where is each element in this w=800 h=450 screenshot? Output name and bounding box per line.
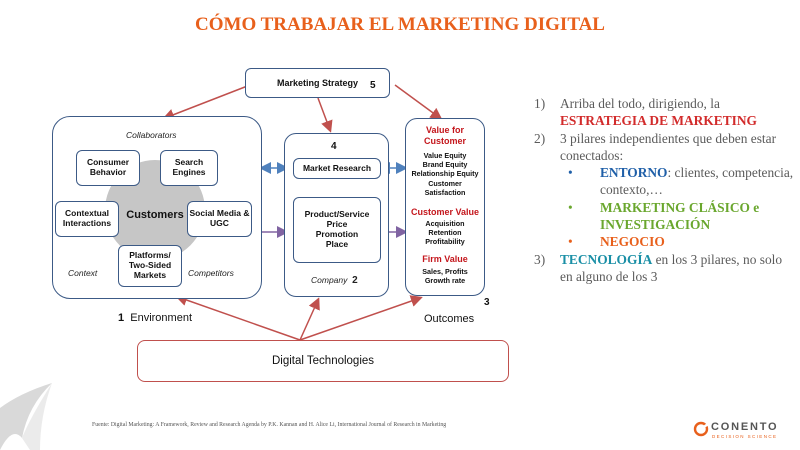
list-item-3-number: 3) [534, 251, 546, 267]
company-caption: Company 2 [311, 275, 358, 286]
value-for-customer-items: Value Equity Brand Equity Relationship E… [411, 151, 479, 197]
list-item-1-highlight: ESTRATEGIA DE MARKETING [560, 113, 757, 129]
digital-technologies-box: Digital Technologies [137, 340, 509, 382]
digital-technologies-label: Digital Technologies [271, 355, 375, 367]
list-item-2-text: 3 pilares independientes que deben estar… [560, 130, 777, 163]
strategy-number: 5 [370, 80, 376, 91]
consumer-behavior-label: Consumer Behavior [86, 157, 130, 177]
list-item-1-text: Arriba del todo, dirigiendo, la [560, 96, 720, 111]
market-research-label: Market Research [302, 162, 372, 173]
list-item-2: 2) 3 pilares independientes que deben es… [526, 130, 796, 165]
marketing-mix-box: Product/Service Price Promotion Place [293, 197, 381, 263]
bullet-entorno-highlight: ENTORNO [600, 165, 668, 181]
firm-value-heading: Firm Value [422, 254, 468, 264]
product-label: Product/Service [304, 209, 370, 220]
collaborators-label: Collaborators [126, 130, 177, 140]
list-item-3-text: en los 3 pilares, no solo en alguno de l… [560, 251, 783, 284]
search-engines-box: Search Engines [160, 150, 218, 186]
bullet-entorno: • ENTORNO: clientes, competencia, contex… [526, 164, 796, 199]
place-label: Place [325, 238, 349, 249]
list-item-3-highlight: TECNOLOGÍA [560, 251, 653, 267]
competitors-label: Competitors [188, 268, 234, 278]
conento-logo-icon [693, 421, 709, 437]
platforms-label: Platforms/ Two-Sided Markets [128, 250, 172, 280]
conento-logo: CONENTO DECISION SCIENCE [693, 419, 793, 445]
search-engines-label: Search Engines [172, 157, 206, 177]
contextual-interactions-label: Contextual Interactions [62, 208, 112, 228]
bullet-dot-blue: • [568, 165, 573, 181]
decorative-swoosh-icon [0, 383, 52, 450]
social-media-box: Social Media & UGC [187, 201, 252, 237]
list-item-3: 3) TECNOLOGÍA en los 3 pilares, no solo … [526, 251, 796, 286]
bullet-negocio-highlight: NEGOCIO [600, 234, 665, 250]
company-label: Company [311, 275, 348, 285]
value-for-customer-heading: Value for Customer [423, 125, 466, 146]
customer-value-heading: Customer Value [410, 207, 480, 217]
market-research-box: Market Research [293, 158, 381, 179]
platforms-box: Platforms/ Two-Sided Markets [118, 245, 182, 287]
outcomes-number: 3 [484, 297, 490, 308]
environment-number: 1 [118, 312, 125, 324]
bullet-marketing-clasico-highlight: MARKETING CLÁSICO e INVESTIGACIÓN [600, 199, 760, 232]
source-citation: Fuente: Digital Marketing: A Framework, … [92, 422, 447, 428]
marketing-strategy-box: Marketing Strategy [245, 68, 390, 98]
bullet-dot-orange: • [568, 234, 573, 250]
outcomes-box [405, 118, 485, 296]
social-media-label: Social Media & UGC [189, 208, 250, 228]
environment-caption: 1 Environment [118, 312, 192, 324]
bullet-marketing-clasico: • MARKETING CLÁSICO e INVESTIGACIÓN [526, 199, 796, 234]
contextual-interactions-box: Contextual Interactions [55, 201, 119, 237]
list-item-2-number: 2) [534, 130, 546, 146]
logo-name: CONENTO [711, 421, 779, 433]
firm-value-items: Sales, Profits Growth rate [422, 267, 468, 286]
consumer-behavior-box: Consumer Behavior [76, 150, 140, 186]
bullet-negocio: • NEGOCIO [526, 233, 796, 250]
bullet-dot-green: • [568, 199, 573, 215]
company-top-number: 4 [331, 141, 337, 152]
explanation-list: 1) Arriba del todo, dirigiendo, la ESTRA… [526, 95, 796, 285]
list-item-1-number: 1) [534, 96, 546, 111]
price-label: Price [326, 219, 348, 230]
marketing-strategy-label: Marketing Strategy [276, 77, 359, 88]
promotion-label: Promotion [315, 229, 359, 239]
customers-label: Customers [126, 209, 184, 221]
logo-subtitle: DECISION SCIENCE [712, 434, 778, 439]
customer-value-items: Acquisition Retention Profitability [425, 219, 465, 247]
company-number: 2 [352, 275, 358, 286]
list-item-1: 1) Arriba del todo, dirigiendo, la ESTRA… [526, 95, 796, 130]
environment-label: Environment [130, 312, 193, 324]
bullet-entorno-text: : clientes, competencia, contexto,… [600, 165, 794, 198]
outcomes-label: Outcomes [424, 313, 475, 325]
page-title: CÓMO TRABAJAR EL MARKETING DIGITAL [195, 14, 605, 35]
context-label: Context [68, 268, 98, 278]
